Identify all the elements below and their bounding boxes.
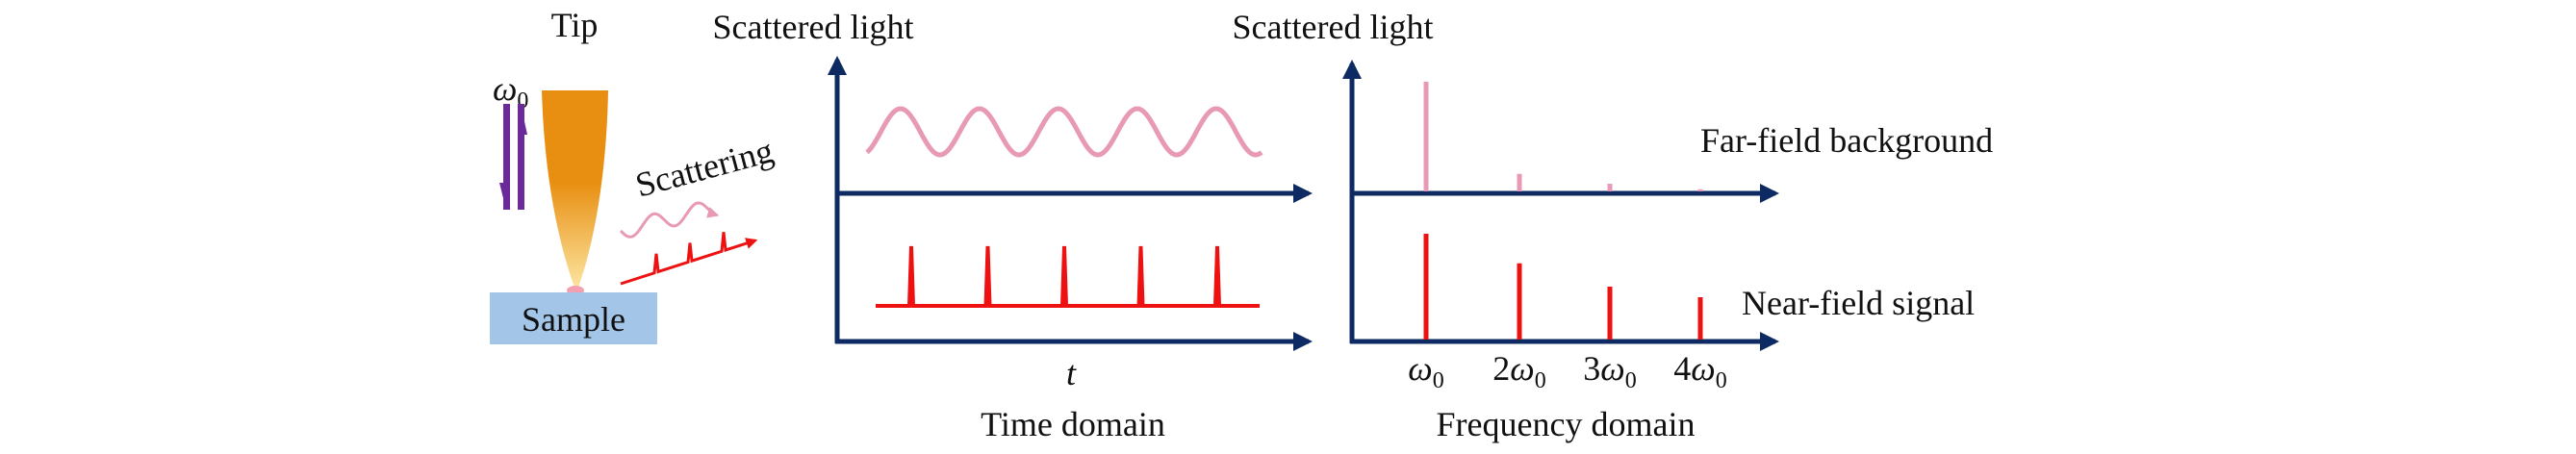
- far-field-label: Far-field background: [1700, 121, 1993, 160]
- frequency-domain-title: Frequency domain: [1437, 405, 1696, 443]
- time-domain-panel: Scattered light t Time domain: [713, 8, 1313, 443]
- far-field-sine-wave: [865, 106, 1263, 158]
- near-field-label: Near-field signal: [1742, 284, 1975, 322]
- tip-label: Tip: [551, 6, 599, 44]
- freq-ylabel: Scattered light: [1233, 8, 1434, 46]
- scattering-label: Scattering: [631, 131, 777, 204]
- tip: [542, 90, 608, 292]
- time-domain-title: Time domain: [981, 405, 1165, 443]
- oscillation-arrows-icon: [499, 104, 527, 210]
- time-xlabel: t: [1066, 354, 1077, 392]
- near-field-pulse-arrow-icon: [620, 232, 758, 286]
- frequency-domain-panel: Scattered light ω0 2ω0 3ω0 4ω0 Far-field ba…: [1233, 8, 1994, 443]
- time-ylabel: Scattered light: [713, 8, 914, 46]
- harmonic-tick-label: ω0: [1408, 349, 1443, 393]
- harmonic-tick-label: 3ω0: [1583, 349, 1636, 393]
- tip-sample-schematic: Tip ω0 Sample Scattering: [490, 6, 778, 344]
- far-field-wave-arrow-icon: [619, 201, 720, 239]
- sample-label: Sample: [522, 300, 625, 339]
- near-field-pulse-train: [876, 245, 1260, 308]
- harmonic-tick-label: 4ω0: [1673, 349, 1726, 393]
- sample-box: [490, 292, 657, 344]
- harmonic-tick-label: 2ω0: [1492, 349, 1545, 393]
